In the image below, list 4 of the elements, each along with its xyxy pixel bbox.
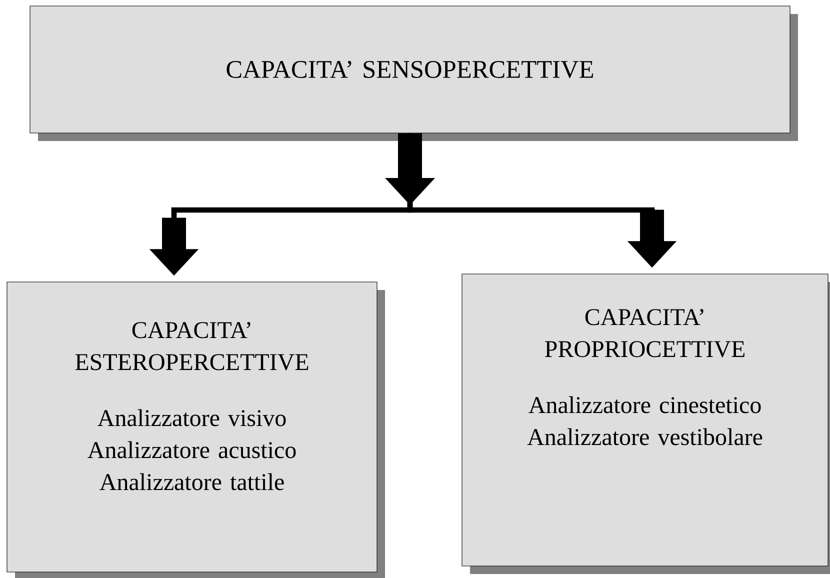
arrow bbox=[385, 133, 435, 205]
process-box: CAPACITA’ PROPRIOCETTIVE Analizzatore cinestetico Analizzatore vestibolare bbox=[462, 274, 830, 574]
process-box: CAPACITA’ SENSOPERCETTIVE bbox=[30, 6, 798, 141]
process-box: CAPACITA’ ESTEROPERCETTIVE Analizzatore visivo Analizzatore acustico Analizzatore tattile bbox=[6, 282, 385, 578]
